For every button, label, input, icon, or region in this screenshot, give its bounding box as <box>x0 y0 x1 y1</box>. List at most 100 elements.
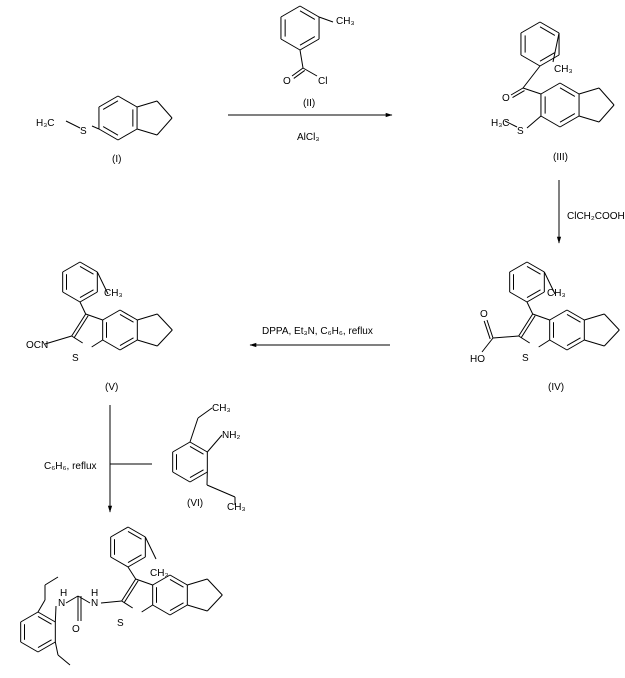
final-product: CH₃ S H N H N O <box>58 568 169 635</box>
ring-bond <box>539 21 560 34</box>
bond <box>552 32 560 63</box>
compound-ii: CH₃ O Cl (II) <box>283 16 355 109</box>
ring-double-bond <box>566 313 581 323</box>
ring-bond <box>559 115 580 128</box>
cyclopentane-bond <box>206 594 223 612</box>
atom-methyl: CH₃ <box>547 288 566 299</box>
atom-s: S <box>117 618 124 629</box>
double-bond <box>73 315 89 338</box>
bond <box>302 67 318 77</box>
ring-bond <box>540 115 561 128</box>
atom-smethyl: H₃C <box>491 118 510 129</box>
ring-bond <box>169 574 188 586</box>
atom-o: O <box>480 309 488 320</box>
ring-bond <box>20 641 39 653</box>
ring-double-bond <box>299 10 316 20</box>
cyclopentane-bond <box>187 604 208 612</box>
ring-double-bond <box>526 265 541 275</box>
ring-bond <box>549 309 568 321</box>
ring-bond <box>526 291 545 303</box>
bond <box>77 595 91 604</box>
ring-bond <box>566 339 585 351</box>
bond-layer <box>20 5 620 666</box>
atom-methyl: CH₃ <box>336 16 355 27</box>
ring-bond <box>566 309 585 321</box>
cyclopentane-bond <box>578 115 600 123</box>
ring-double-bond <box>189 445 204 455</box>
bond <box>65 595 79 604</box>
ring-bond <box>549 339 568 351</box>
ring-bond <box>110 556 129 568</box>
cyclopentane-bond <box>598 104 615 123</box>
double-bond <box>121 578 137 602</box>
ring-bond <box>559 82 580 95</box>
compound-label: (II) <box>303 98 315 109</box>
atom-o: O <box>502 93 510 104</box>
bond <box>481 337 494 353</box>
bond <box>538 339 550 348</box>
compound-iii: CH₃ O S H₃C (III) <box>491 64 573 163</box>
cyclopentane-bond <box>598 87 615 106</box>
bond <box>44 576 59 586</box>
ring-double-bond <box>79 289 94 299</box>
cyclopentane-bond <box>136 100 158 108</box>
cyclopentane-bond <box>578 87 600 95</box>
compound-iv: CH₃ O HO S (IV) <box>470 288 566 393</box>
bond <box>96 271 109 295</box>
ring-double-bond <box>559 113 576 123</box>
atom-s: S <box>80 126 87 137</box>
ring-bond <box>119 339 138 351</box>
cyclopentane-bond <box>156 100 173 119</box>
bond <box>299 49 304 69</box>
atom-h1: H <box>60 588 67 599</box>
ring-double-bond <box>189 469 204 479</box>
compound-label: (VI) <box>187 498 203 509</box>
atom-methyl: CH₃ <box>150 568 169 579</box>
cyclopentane-bond <box>137 313 158 321</box>
bond <box>91 339 103 348</box>
compound-vi: CH₃ NH₂ CH₃ (VI) <box>187 403 246 513</box>
bond <box>71 335 83 344</box>
cyclopentane-bond <box>156 329 173 347</box>
ring-double-bond <box>102 100 119 110</box>
bond <box>85 313 103 321</box>
ring-double-bond <box>566 337 581 347</box>
bond <box>100 600 122 604</box>
bond <box>54 641 59 656</box>
bond <box>189 417 199 443</box>
ring-bond <box>98 128 119 141</box>
ring-bond <box>110 526 129 538</box>
ring-bond <box>520 54 541 67</box>
atom-nh2: NH₂ <box>222 430 240 441</box>
ring-bond <box>62 291 81 303</box>
double-bond <box>486 319 494 339</box>
ring-double-bond <box>102 126 119 136</box>
atom-o: O <box>283 76 291 87</box>
bond <box>141 604 153 613</box>
ring-bond <box>152 574 171 586</box>
bond <box>57 654 71 666</box>
ring-double-bond <box>526 289 541 299</box>
ring-bond <box>520 21 541 34</box>
ring-bond <box>299 5 320 18</box>
ring-double-bond <box>127 530 142 540</box>
cyclopentane-bond <box>156 313 173 331</box>
bond <box>492 335 519 339</box>
cyclopentane-bond <box>156 117 173 136</box>
ring-double-bond <box>119 337 134 347</box>
double-bond <box>520 315 536 338</box>
ring-bond <box>79 291 98 303</box>
bond <box>206 434 223 453</box>
ring-bond <box>117 128 138 141</box>
ring-bond <box>79 261 98 273</box>
bond <box>318 16 334 23</box>
ring-bond <box>62 261 81 273</box>
reagent-step3: DPPA, Et₃N, C₆H₆, reflux <box>262 326 373 337</box>
reagent-step2: ClCH₂COOH <box>567 211 625 222</box>
compound-label: (I) <box>112 154 121 165</box>
atom-methyl-bottom: CH₃ <box>227 502 246 513</box>
ring-bond <box>102 339 121 351</box>
atom-o: O <box>72 624 80 635</box>
bond <box>127 566 137 580</box>
